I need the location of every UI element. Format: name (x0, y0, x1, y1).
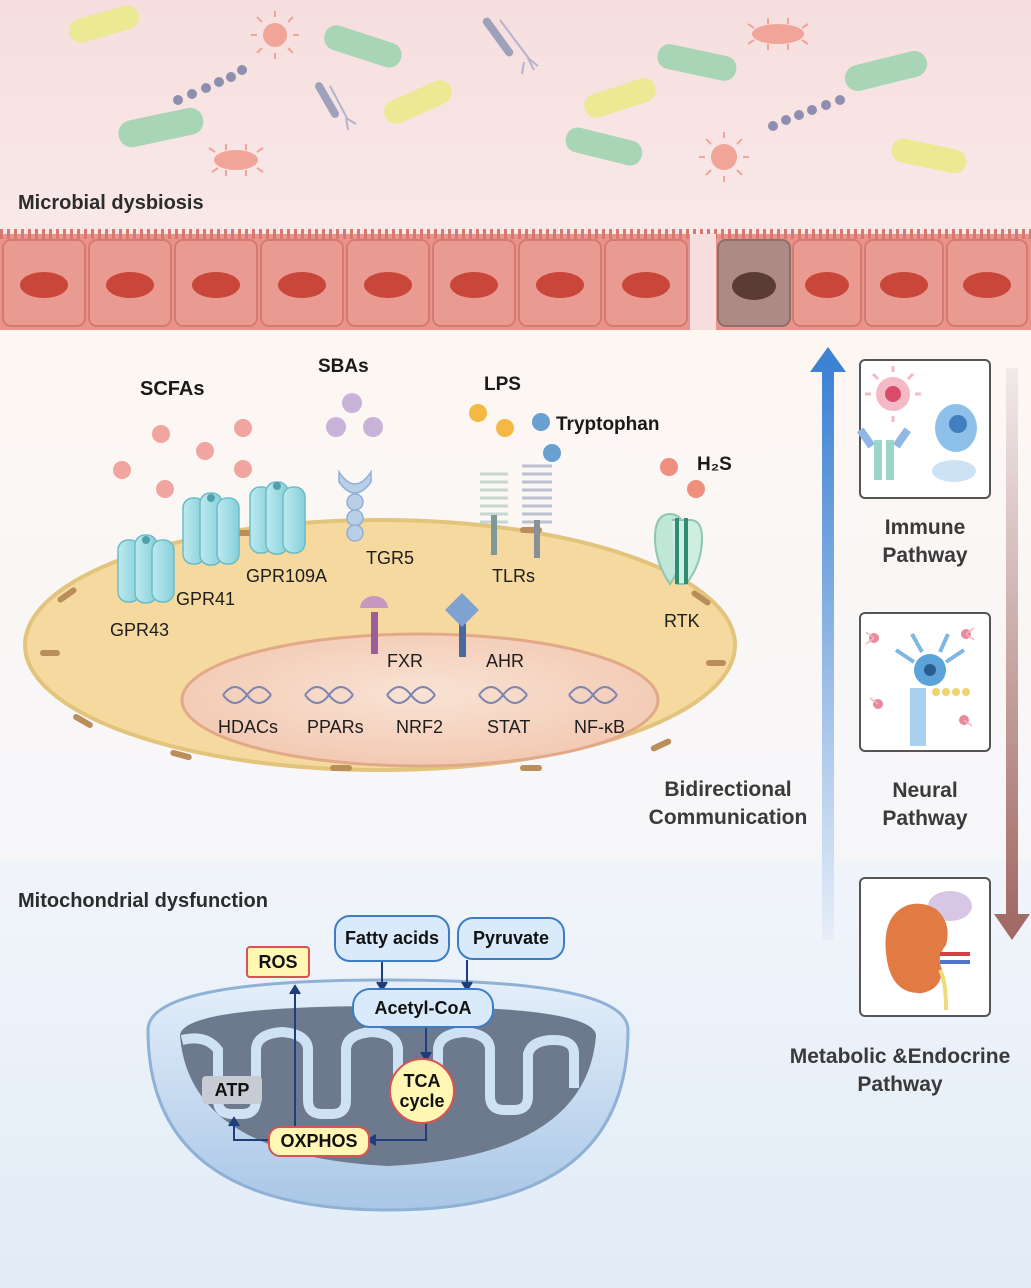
lps-label: LPS (484, 374, 521, 395)
nuclear-target-nfkb: NF-κB (574, 717, 625, 737)
scfas-label: SCFAs (140, 378, 205, 400)
acetyl-coa-box: Acetyl-CoA (352, 988, 494, 1028)
microbial-dysbiosis-label: Microbial dysbiosis (18, 192, 204, 214)
nucleus (180, 632, 660, 768)
rtk-label: RTK (664, 611, 700, 631)
pyruvate-box: Pyruvate (457, 917, 565, 960)
tca-cycle-circle: TCA cycle (389, 1058, 455, 1124)
tgr5-label: TGR5 (366, 548, 415, 568)
metabolic-endocrine-pathway-label: Metabolic &Endocrine Pathway (789, 1045, 1011, 1096)
oxphos-box: OXPHOS (268, 1126, 370, 1157)
host-cell (23, 518, 737, 772)
immune-pathway-label: Immune Pathway (882, 516, 968, 567)
nuclear-target-ppars: PPARs (307, 717, 364, 737)
metabolites (113, 393, 705, 498)
gpr43-label: GPR43 (110, 620, 170, 640)
pathway-panels (856, 359, 991, 1017)
ahr-label: AHR (486, 651, 525, 671)
mito-arrows (228, 960, 473, 1146)
gpr41-label: GPR41 (176, 589, 236, 609)
h2s-label: H₂S (697, 454, 732, 475)
nuclear-target-nrf2: NRF2 (396, 717, 444, 737)
nuclear-target-hdacs: HDACs (218, 717, 279, 737)
fxr-label: FXR (387, 651, 423, 671)
fatty-acids-box: Fatty acids (334, 915, 450, 962)
membrane-receptors (117, 464, 704, 604)
neural-pathway-label: Neural Pathway (882, 779, 968, 830)
bidirectional-arrows (810, 347, 1030, 940)
sbas-label: SBAs (318, 356, 369, 377)
atp-box: ATP (202, 1076, 262, 1104)
ros-box: ROS (246, 946, 310, 978)
gpr109a-label: GPR109A (246, 566, 328, 586)
gut-bacteria (68, 5, 967, 182)
tryptophan-label: Tryptophan (556, 414, 660, 435)
mitochondrial-dysfunction-label: Mitochondrial dysfunction (18, 890, 268, 912)
tlrs-label: TLRs (492, 566, 536, 586)
bidirectional-communication-label: Bidirectional Communication (648, 778, 808, 829)
epithelium (0, 229, 1031, 330)
nuclear-target-stat: STAT (487, 717, 531, 737)
